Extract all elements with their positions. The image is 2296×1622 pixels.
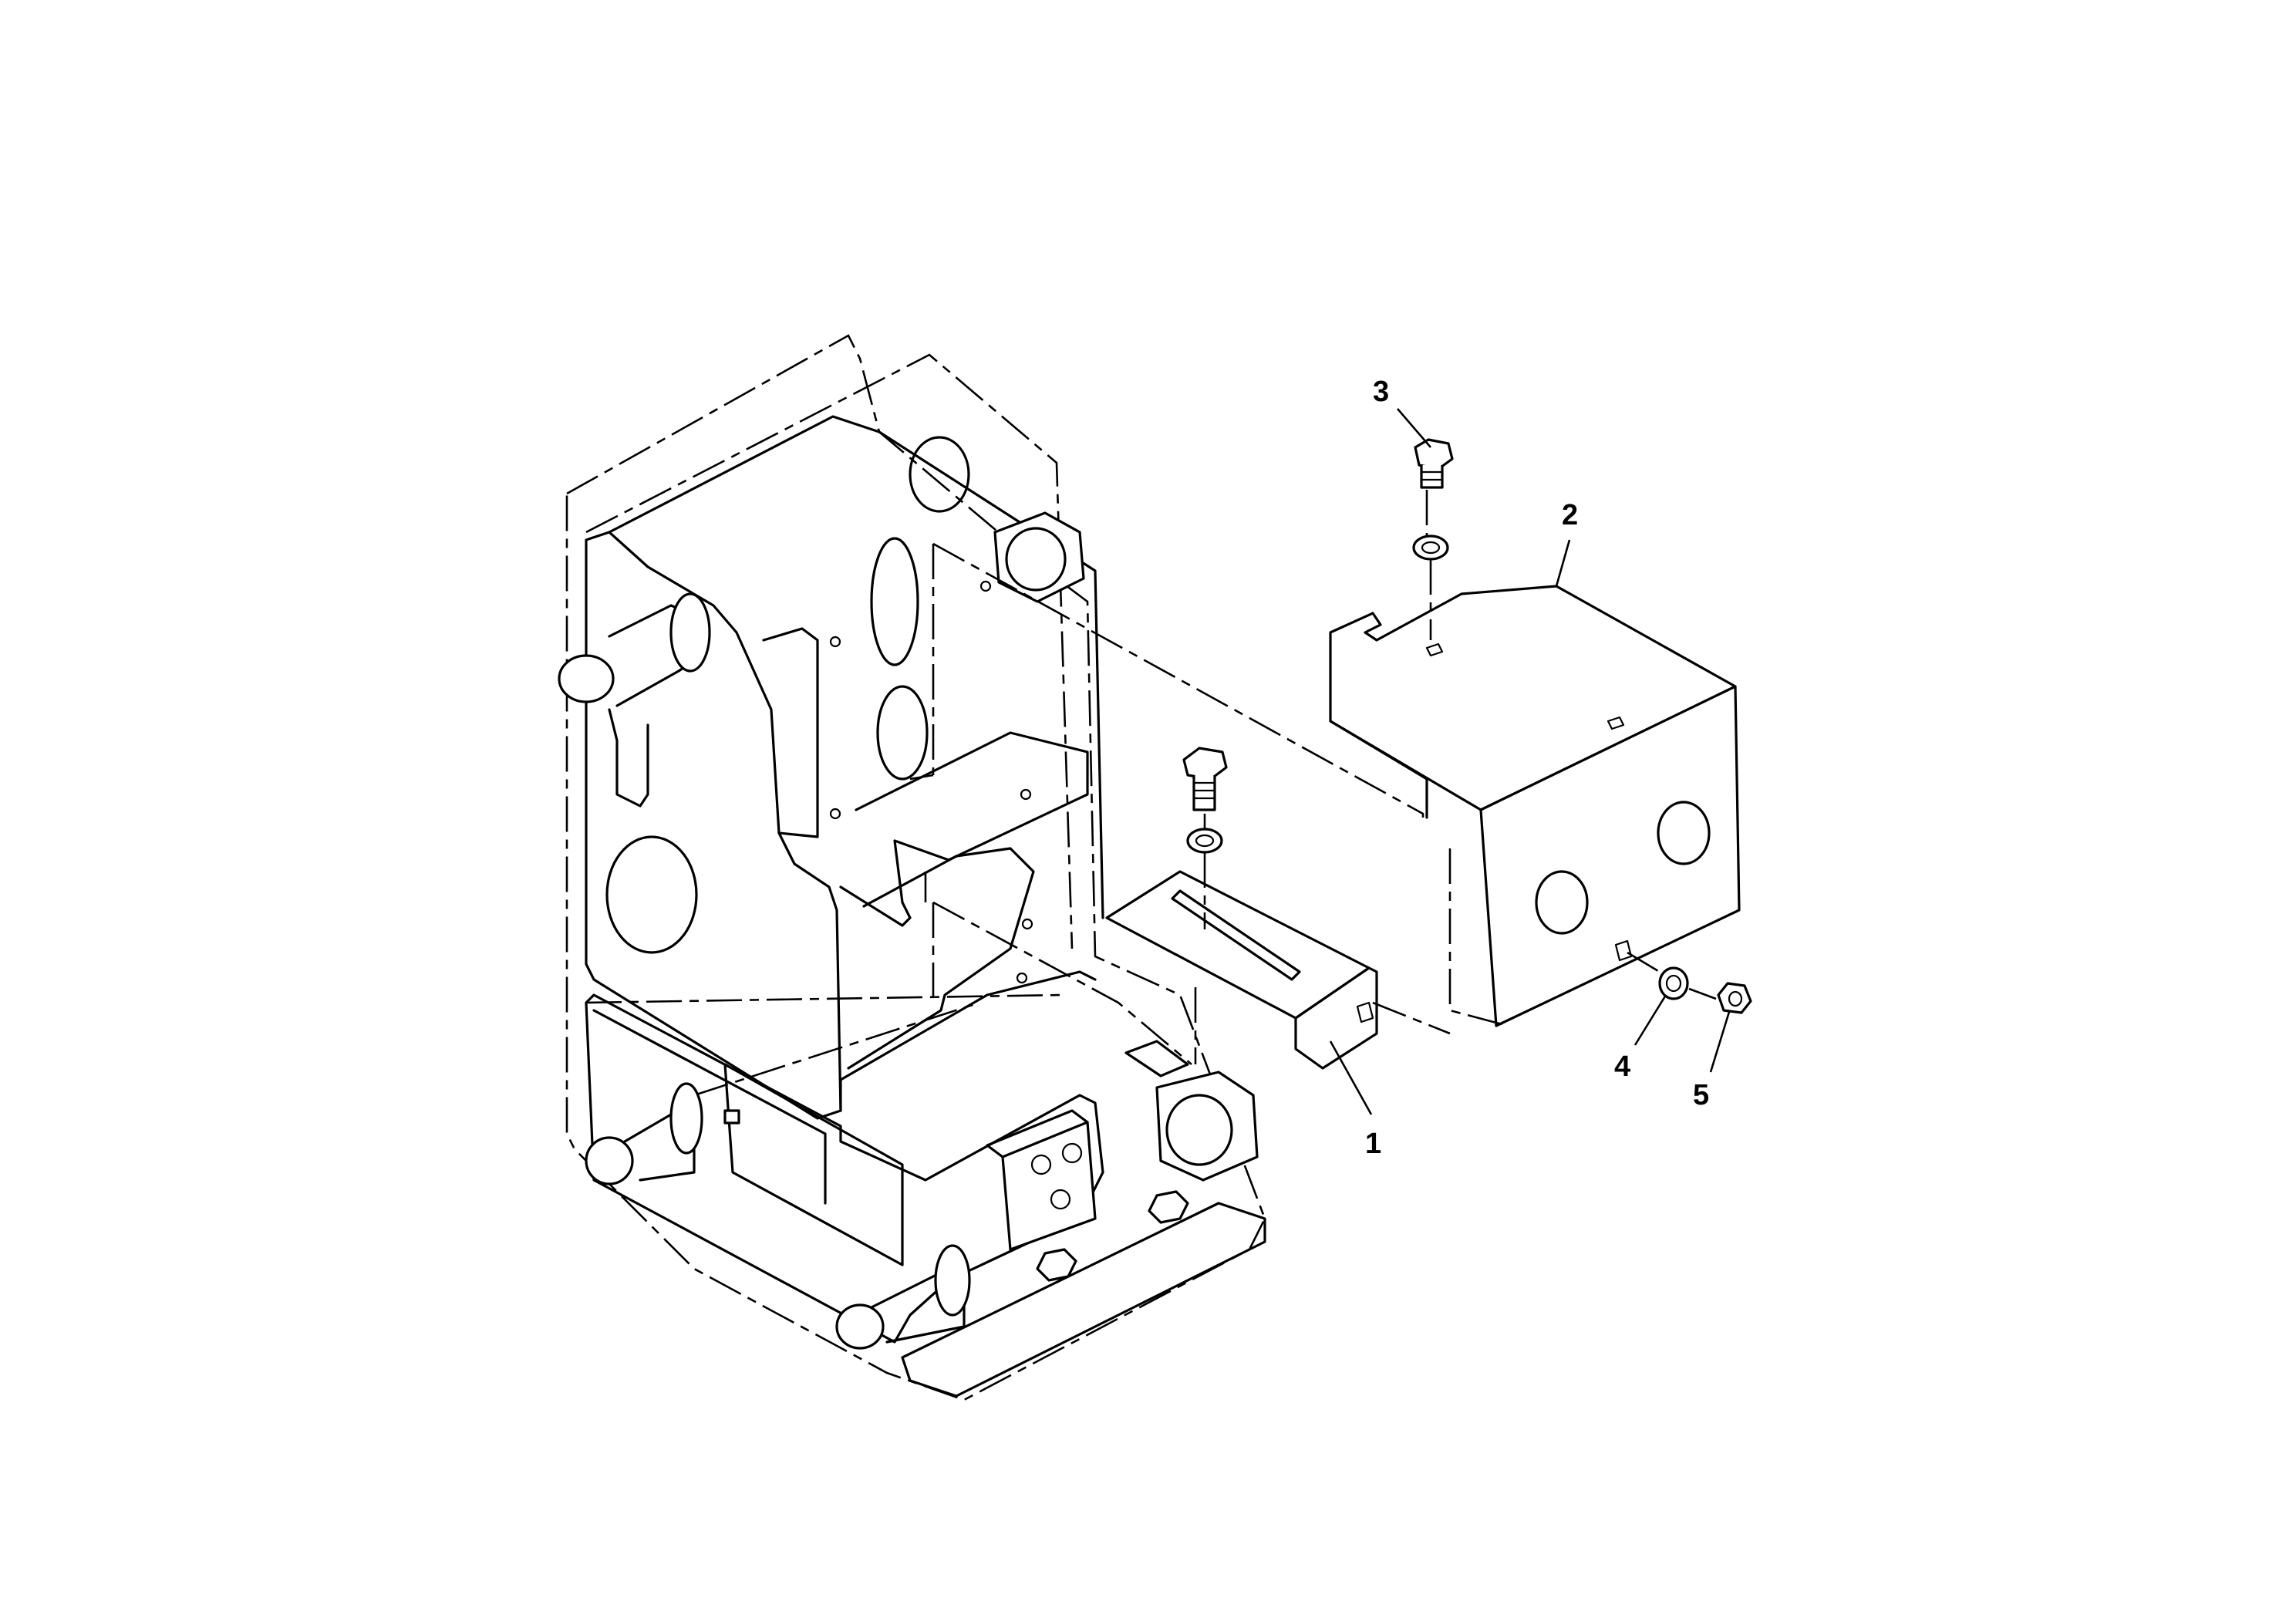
frame-slot-upper	[870, 537, 919, 666]
cover-slot-left	[1425, 642, 1444, 657]
frame-hole-upper	[909, 436, 970, 513]
rivet-hole	[829, 808, 841, 820]
callout-leaders	[1329, 408, 1731, 1115]
bracket-plate-slot	[1171, 889, 1301, 981]
frame-hex-nut-upper	[993, 511, 1085, 603]
lower-housing-rim	[592, 1009, 827, 1205]
leader-3	[1397, 408, 1431, 448]
base-nut	[1036, 1190, 1189, 1282]
frame-center-bracket	[839, 731, 1089, 927]
leader-1	[1329, 1040, 1373, 1115]
cover-box-front	[1479, 685, 1741, 1027]
part-2-cover-box	[1329, 585, 1741, 1027]
frame-vertical-member	[762, 627, 819, 838]
callout-1: 1	[1365, 1128, 1381, 1160]
rivet-hole	[1016, 972, 1028, 984]
base-plate	[901, 1202, 1266, 1398]
cover-box-top	[1329, 585, 1737, 811]
lower-right-pin	[835, 1244, 971, 1350]
part-1-bracket-plate	[1105, 870, 1378, 1070]
bracket-bolt	[1182, 747, 1228, 811]
bracket-cutout	[847, 847, 1035, 1070]
part-3-bolt	[1414, 438, 1454, 489]
frame-top-rim	[608, 415, 1104, 919]
part-4-washer	[1658, 966, 1689, 1000]
frame-hole-mid	[876, 685, 929, 781]
flange-hole	[1356, 1001, 1374, 1023]
lower-housing-panel	[723, 1063, 904, 1266]
rivet-hole	[1021, 918, 1033, 930]
cover-slot-front	[1614, 939, 1633, 962]
callout-5: 5	[1693, 1079, 1709, 1111]
cover-box-hole-left	[1535, 870, 1589, 935]
cover-box-left-edge	[1329, 720, 1428, 819]
leader-2	[1555, 539, 1571, 587]
part-5-nut	[1717, 982, 1752, 1014]
frame-hex-nut-lower	[1124, 1040, 1259, 1182]
callout-3: 3	[1373, 376, 1389, 408]
main-frame-assembly	[558, 334, 1266, 1401]
rivet-hole	[1020, 788, 1032, 801]
terminal-block	[986, 1109, 1097, 1251]
frame-phantom-outline	[565, 334, 1266, 1401]
bracket-washer	[1186, 828, 1223, 854]
frame-side-plate	[585, 531, 842, 1120]
assembly-phantom-lines	[909, 490, 1717, 1065]
bracket-lower-flange	[839, 970, 1097, 1112]
bracket-plate-flange	[1294, 966, 1378, 1070]
callout-numbers: 1 2 3 4 5	[1365, 376, 1709, 1160]
frame-phantom-inner	[585, 353, 1074, 949]
upper-left-pin	[558, 592, 711, 808]
rivet-hole	[979, 580, 992, 592]
cover-slot-top	[1607, 716, 1625, 730]
part-3-washer	[1412, 534, 1449, 561]
cover-box-hole-right	[1657, 801, 1711, 865]
lower-left-pin	[585, 1082, 740, 1185]
rivet-hole	[829, 636, 841, 648]
callout-4: 4	[1614, 1050, 1630, 1083]
leader-4	[1633, 994, 1667, 1046]
callout-2: 2	[1562, 499, 1578, 531]
frame-phantom-bottom	[585, 993, 1065, 1097]
frame-hole-left	[605, 835, 698, 954]
leader-5	[1709, 1011, 1731, 1073]
